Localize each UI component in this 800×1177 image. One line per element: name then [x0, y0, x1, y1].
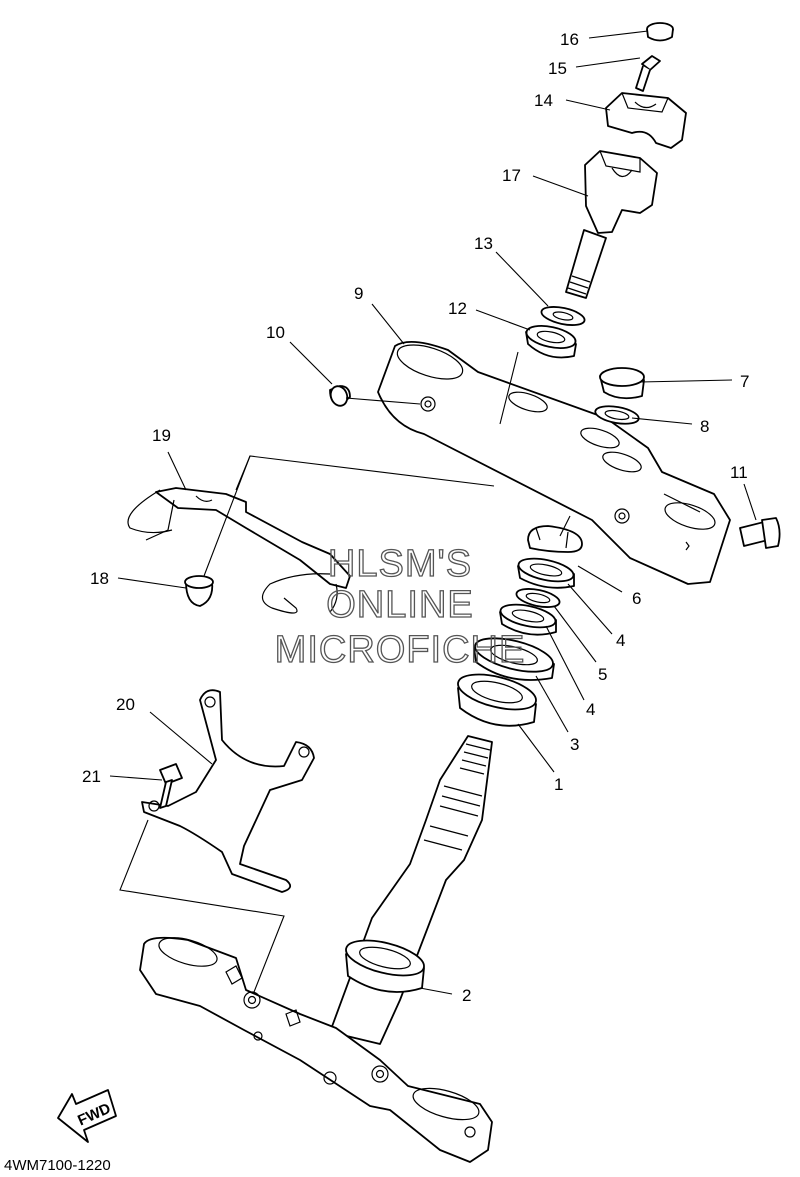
part-6-lock-washer	[527, 525, 583, 553]
callout-9: 9	[354, 284, 363, 303]
callout-16: 16	[560, 30, 579, 49]
part-19-wire-bracket	[127, 487, 351, 614]
watermark-line-2: ONLINE	[326, 584, 473, 626]
callout-1: 1	[554, 775, 563, 794]
watermark: HLSM'S ONLINE MICROFICHE	[274, 542, 526, 671]
part-9-upper-bracket	[377, 340, 731, 585]
part-3-cover	[473, 637, 555, 681]
callout-labels: 1 2 3 4 4 5 6 7 8 9 10 11 12 13 14 15 16…	[82, 30, 749, 1005]
part-12-collar	[525, 325, 577, 359]
callout-5: 5	[598, 665, 607, 684]
part-2-bearing	[345, 939, 425, 993]
part-4-nut-upper	[517, 557, 575, 589]
part-20-stay	[141, 689, 315, 893]
callout-3: 3	[570, 735, 579, 754]
connection-lines	[119, 351, 571, 993]
callout-10: 10	[266, 323, 285, 342]
callout-8: 8	[700, 417, 709, 436]
leader-lines	[109, 30, 757, 995]
callout-21: 21	[82, 767, 101, 786]
watermark-line-1: HLSM'S	[328, 543, 472, 585]
part-10-cap	[329, 385, 351, 407]
part-21-bolt	[159, 763, 183, 809]
lower-bracket	[139, 936, 493, 1163]
part-14-upper-holder	[605, 92, 687, 149]
part-18-nut	[184, 575, 214, 607]
part-17-lower-holder	[565, 150, 658, 299]
callout-6: 6	[632, 589, 641, 608]
callout-4a: 4	[616, 631, 625, 650]
part-5-washer	[515, 588, 561, 608]
part-15-bolt	[635, 55, 661, 92]
callout-7: 7	[740, 372, 749, 391]
callout-19: 19	[152, 426, 171, 445]
fwd-arrow-icon: FWD	[57, 1089, 117, 1143]
callout-4b: 4	[586, 700, 595, 719]
part-11-bolt	[739, 517, 781, 549]
part-7-nut	[599, 367, 645, 400]
diagram-code: 4WM7100-1220	[4, 1157, 111, 1174]
callout-20: 20	[116, 695, 135, 714]
part-1-bearing	[457, 673, 537, 727]
callout-17: 17	[502, 166, 521, 185]
callout-15: 15	[548, 59, 567, 78]
part-4-nut-lower	[499, 603, 557, 636]
callout-13: 13	[474, 234, 493, 253]
callout-14: 14	[534, 91, 553, 110]
watermark-line-3: MICROFICHE	[275, 629, 526, 671]
part-13-washer	[540, 306, 586, 326]
callout-12: 12	[448, 299, 467, 318]
callout-18: 18	[90, 569, 109, 588]
callout-2: 2	[462, 986, 471, 1005]
callout-11: 11	[730, 463, 748, 482]
part-16-cap	[646, 22, 674, 42]
